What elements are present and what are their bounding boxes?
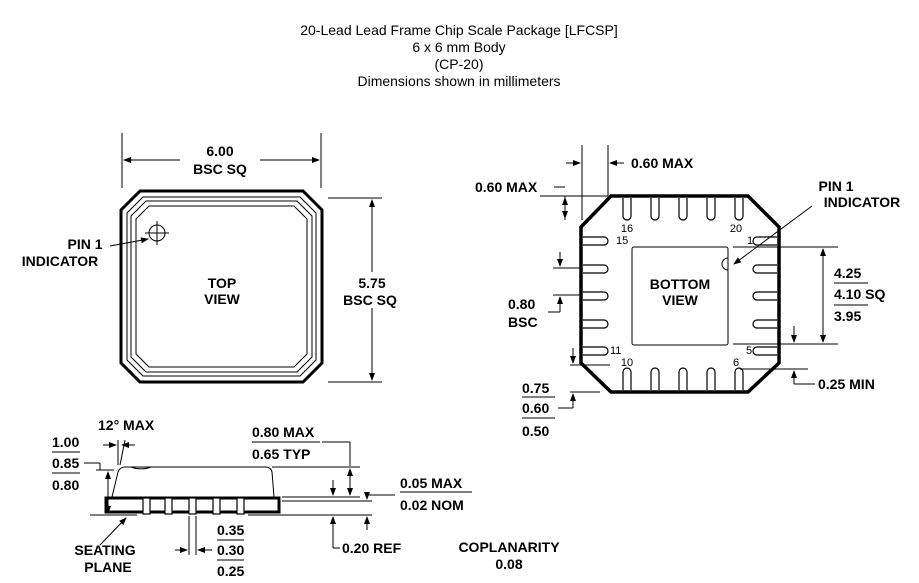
pin-number: 5 (746, 345, 752, 357)
lead-width-nom: 0.30 (217, 542, 244, 558)
body-height-max: 0.80 MAX (252, 424, 315, 440)
pad-clearance-dimension: 0.25 MIN (818, 376, 875, 392)
title-line-4: Dimensions shown in millimeters (357, 73, 560, 89)
draft-angle-dimension: 12° MAX (98, 417, 155, 433)
side-view: SEATING PLANE 12° MAX 1.00 0.85 0.80 0.8… (52, 417, 560, 579)
title-line-2: 6 x 6 mm Body (412, 39, 505, 55)
pin1-label-2: INDICATOR (22, 253, 98, 269)
bottom-pin1-label: PIN 1 (818, 178, 853, 194)
pin-number: 15 (616, 235, 628, 247)
lead-length-max: 0.75 (522, 380, 549, 396)
right-leads (752, 236, 777, 356)
top-leads (622, 198, 744, 221)
width-dimension: 6.00 (206, 143, 233, 159)
pitch-dimension-note: BSC (508, 314, 538, 330)
pin-numbers: 16 20 15 1 11 5 10 6 (610, 223, 753, 369)
pin-number: 10 (621, 357, 633, 369)
lead-width-min: 0.25 (217, 563, 244, 579)
pad-size-min: 3.95 (834, 308, 861, 324)
corner-dimension: 0.60 MAX (475, 179, 538, 195)
title-line-1: 20-Lead Lead Frame Chip Scale Package [L… (300, 22, 618, 38)
pin1-notch-icon (721, 257, 729, 271)
lead-thickness-dimension: 0.20 REF (342, 540, 402, 556)
bottom-view-label: BOTTOM (650, 276, 710, 292)
height-dimension: 5.75 (358, 275, 385, 291)
bottom-pin1-label-2: INDICATOR (824, 194, 900, 210)
coplanarity-label: COPLANARITY (458, 539, 560, 555)
bottom-view: BOTTOM VIEW 16 20 15 1 11 5 10 6 PIN 1 I… (475, 145, 900, 439)
pin-number: 11 (610, 345, 621, 357)
top-view-label: TOP (208, 275, 237, 291)
height-nom: 0.85 (52, 455, 79, 471)
standoff-max: 0.05 MAX (400, 475, 463, 491)
bottom-leads (622, 367, 744, 390)
title-line-3: (CP-20) (434, 56, 483, 72)
seating-plane-label-2: PLANE (84, 559, 131, 575)
width-dimension-note: BSC SQ (193, 161, 247, 177)
lead-length-min: 0.50 (522, 423, 549, 439)
bottom-view-label-2: VIEW (662, 292, 699, 308)
height-max: 1.00 (52, 434, 79, 450)
height-min: 0.80 (52, 477, 79, 493)
top-view: TOP VIEW PIN 1 INDICATOR 6.00 BSC SQ 5.7… (22, 133, 409, 384)
top-view-label-2: VIEW (204, 291, 241, 307)
pin1-label: PIN 1 (67, 236, 102, 252)
lead-width-max: 0.35 (217, 522, 244, 538)
coplanarity-value: 0.08 (495, 556, 522, 572)
left-leads (583, 236, 609, 356)
body-height-typ: 0.65 TYP (252, 446, 310, 462)
pin-number: 20 (730, 223, 742, 235)
lead-width-dimension: 0.60 MAX (631, 155, 694, 171)
pitch-dimension: 0.80 (508, 296, 535, 312)
seating-plane-label: SEATING (74, 542, 135, 558)
standoff-nom: 0.02 NOM (400, 497, 464, 513)
exposed-pad (631, 246, 729, 346)
pin-number: 16 (621, 223, 633, 235)
drawing-title: 20-Lead Lead Frame Chip Scale Package [L… (300, 22, 618, 89)
height-dimension-note: BSC SQ (343, 292, 397, 308)
pin-number: 6 (733, 357, 739, 369)
pad-size-max: 4.25 (834, 265, 861, 281)
pad-size-nom: 4.10 SQ (834, 286, 885, 302)
pin-number: 1 (747, 235, 753, 247)
lead-length-nom: 0.60 (522, 400, 549, 416)
